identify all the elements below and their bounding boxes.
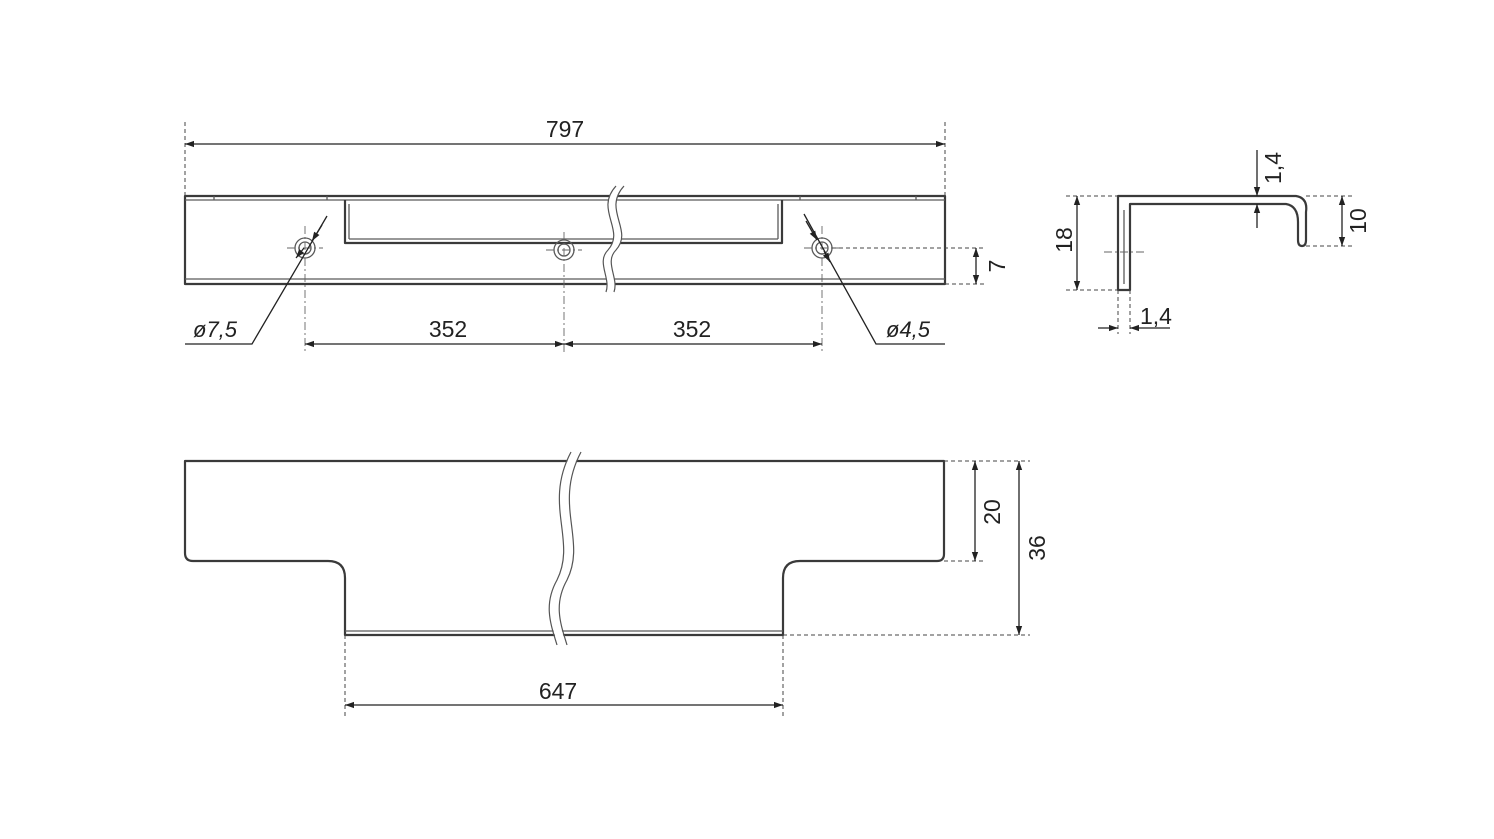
- top-view: [183, 450, 946, 647]
- front-view-grip-recess: [343, 200, 784, 245]
- leader-hole-dia-large: [185, 215, 328, 345]
- dim-flange-depth: 20: [979, 499, 1005, 525]
- dim-profile-lip-depth: 10: [1345, 208, 1371, 234]
- dim-hole-dia-small: ø4,5: [886, 317, 931, 342]
- dim-hole-spacing-left: 352: [429, 316, 467, 342]
- side-profile-view: [1104, 194, 1308, 292]
- front-view-break-mark: [602, 183, 625, 294]
- dim-hole-spacing-right: 352: [673, 316, 711, 342]
- side-profile-outline: [1116, 194, 1308, 292]
- dim-bottom-length: 647: [539, 678, 577, 704]
- top-view-break-mark: [548, 450, 582, 647]
- dim-total-depth: 36: [1024, 535, 1050, 561]
- side-profile-dimensions: 18 1,4 10 1,4: [1051, 150, 1371, 334]
- front-view-dimensions: 797 352 352 ø7,5 ø4,5 7: [184, 116, 1010, 352]
- dim-profile-height: 18: [1051, 227, 1077, 253]
- dim-hole-dia-large: ø7,5: [193, 317, 238, 342]
- front-view: [183, 183, 947, 294]
- dim-hole-offset: 7: [984, 260, 1010, 273]
- dim-profile-wall-thickness: 1,4: [1140, 303, 1172, 329]
- dim-overall-length: 797: [546, 116, 584, 142]
- top-view-dimensions: 647 20 36: [344, 460, 1050, 716]
- dim-profile-lip-thickness: 1,4: [1260, 152, 1286, 184]
